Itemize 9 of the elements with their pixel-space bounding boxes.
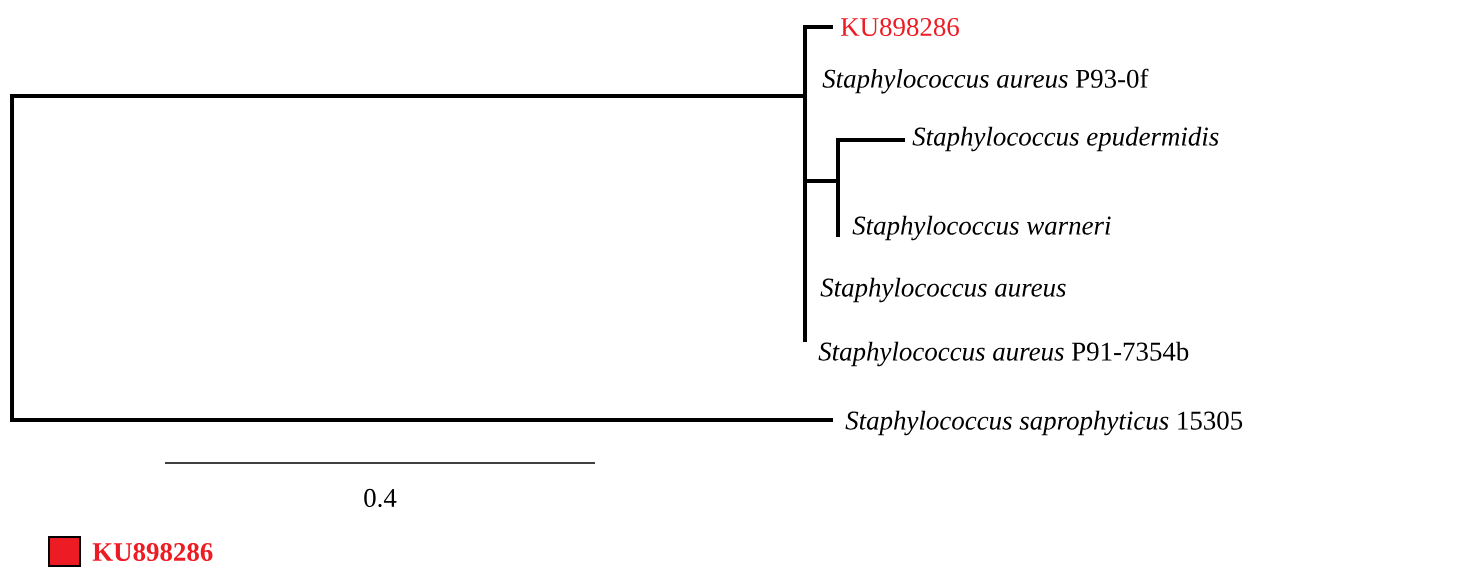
legend-label: KU898286	[92, 542, 213, 562]
accession-label: KU898286	[841, 17, 959, 37]
scale-label: 0.4	[364, 488, 397, 508]
species-label: Staphylococcus warneri	[852, 215, 1111, 241]
species-label: Staphylococcus aureus P91-7354b	[818, 341, 1189, 367]
species-label: Staphylococcus saprophyticus 15305	[845, 410, 1243, 436]
species-label: Staphylococcus aureus	[820, 277, 1066, 303]
species-label: Staphylococcus epudermidis	[912, 126, 1219, 152]
species-label: Staphylococcus aureus P93-0f	[822, 68, 1149, 94]
